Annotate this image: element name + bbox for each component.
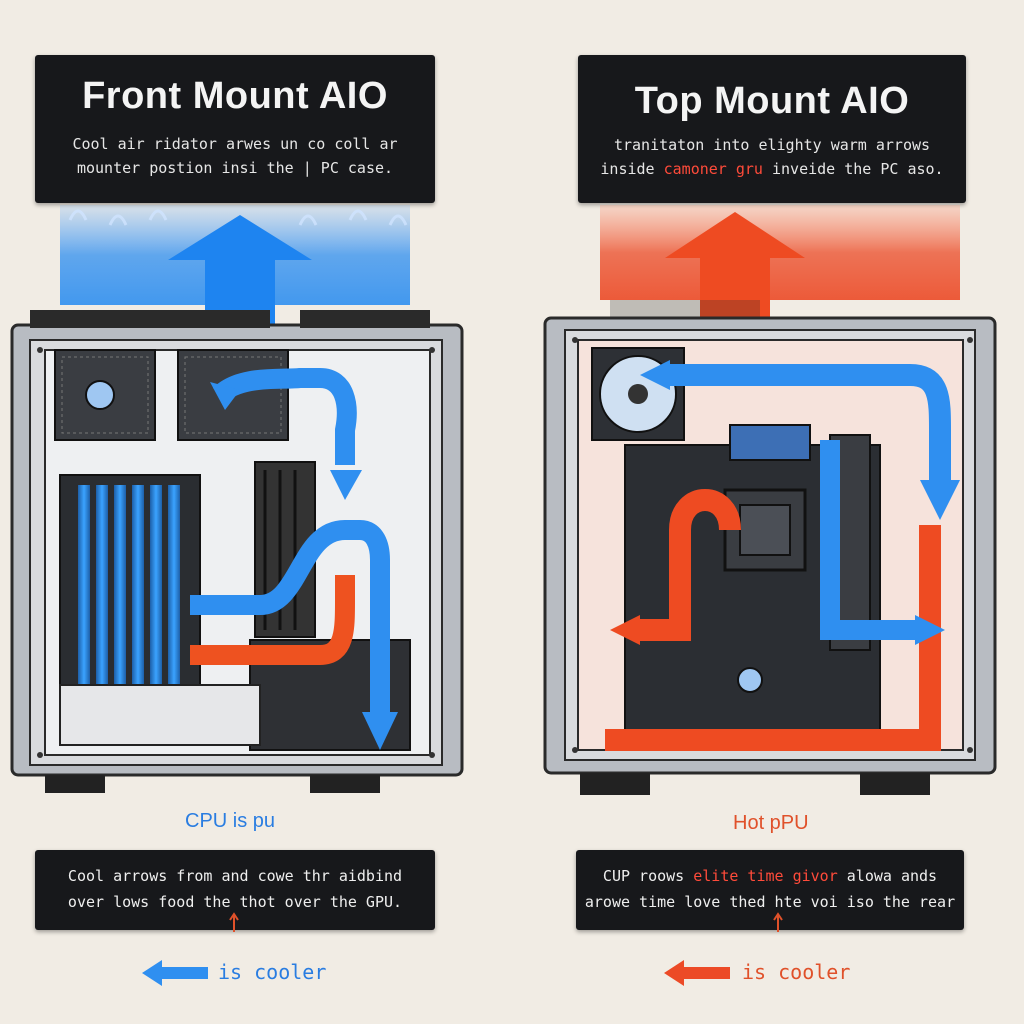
left-legend-arrow-icon (142, 960, 208, 986)
hot-flow-arrow-bottom (605, 525, 941, 751)
cool-flow-arrow-lower (820, 440, 920, 640)
right-legend-text: is cooler (742, 960, 851, 984)
front-mount-title: Front Mount AIO (82, 75, 388, 117)
front-mount-desc-line-1: Cool air ridator arwes un co coll ar (72, 135, 398, 153)
motherboard (624, 424, 881, 736)
left-legend-text: is cooler (218, 960, 327, 984)
top-mount-desc-line-2: inside camoner gru inveide the PC aso. (600, 160, 944, 178)
top-mount-desc-line-1: tranitaton into elighty warm arrows (613, 136, 931, 154)
top-mount-title: Top Mount AIO (634, 80, 910, 122)
front-mount-case-illustration (10, 205, 464, 793)
rear-fan (591, 347, 685, 441)
top-mount-caption-box: CUP roows elite time givor alowa ands ar… (576, 850, 964, 930)
top-mount-caption-line-2: arowe time love thed hte voi iso the rea… (584, 893, 956, 911)
front-mount-caption-line-2: over lows food the thot over the GPU. (67, 893, 403, 911)
front-mount-title-box: Front Mount AIO Cool air ridator arwes u… (35, 55, 435, 203)
caption-tick-right (773, 912, 783, 932)
warm-air-up-arrow (665, 212, 805, 328)
left-cpu-label: CPU is pu (185, 810, 276, 832)
top-mount-case-illustration (543, 205, 997, 795)
front-mount-caption-line-1: Cool arrows from and cowe thr aidbind (67, 867, 403, 885)
psu-shroud (59, 684, 261, 746)
cool-flow-arrow-mid (190, 520, 390, 715)
top-mount-caption-line-1: CUP roows elite time givor alowa ands (602, 867, 938, 885)
warm-flow-arrow (190, 575, 355, 665)
hot-flow-arrow-loop (640, 489, 741, 641)
cool-flow-arrow-top (212, 368, 357, 465)
top-mount-title-box: Top Mount AIO tranitaton into elighty wa… (578, 55, 966, 203)
front-mount-desc-line-2: mounter postion insi the | PC case. (76, 159, 394, 177)
right-legend-arrow-icon (664, 960, 730, 986)
cool-flow-arrow-right (670, 364, 951, 485)
caption-tick-left (229, 912, 239, 932)
right-cpu-label: Hot pPU (733, 812, 809, 834)
cool-air-up-arrow (168, 215, 312, 330)
front-radiator (59, 474, 201, 706)
